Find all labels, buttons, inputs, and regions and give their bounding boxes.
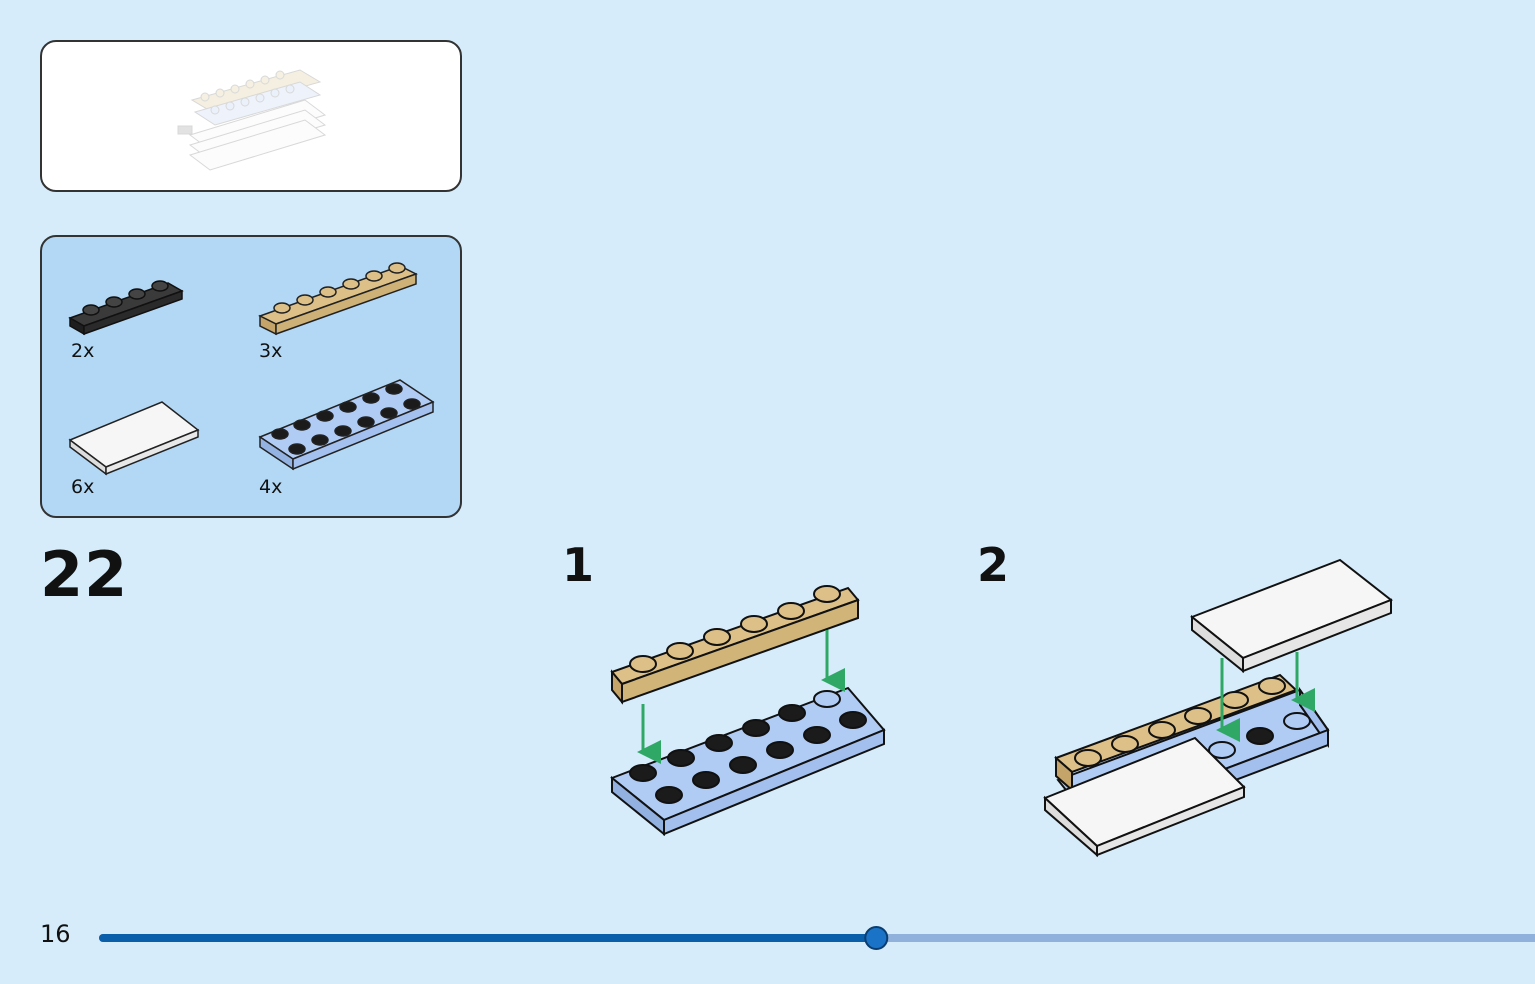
part-qty-tan-plate: 3x — [259, 340, 283, 362]
progress-marker — [864, 926, 889, 950]
part-white-tile-icon — [68, 401, 200, 476]
page-number: 16 — [40, 920, 71, 948]
progress-bar — [99, 926, 1535, 950]
part-blue-plate-icon — [258, 379, 435, 471]
step-number: 22 — [40, 538, 129, 611]
part-qty-blue-plate: 4x — [259, 476, 283, 498]
substep-1-arrows — [637, 630, 845, 764]
substep-2-illustration — [1043, 558, 1393, 858]
preview-model-image — [177, 69, 327, 171]
part-qty-black-plate: 2x — [71, 340, 95, 362]
substep-number-2: 2 — [977, 538, 1010, 592]
part-qty-white-tile: 6x — [71, 476, 95, 498]
part-black-plate-icon — [68, 280, 184, 336]
substep-number-1: 1 — [562, 538, 595, 592]
part-tan-plate-icon — [258, 262, 418, 336]
substep-1-illustration — [610, 585, 886, 837]
substep-2-arrows — [1216, 652, 1315, 742]
